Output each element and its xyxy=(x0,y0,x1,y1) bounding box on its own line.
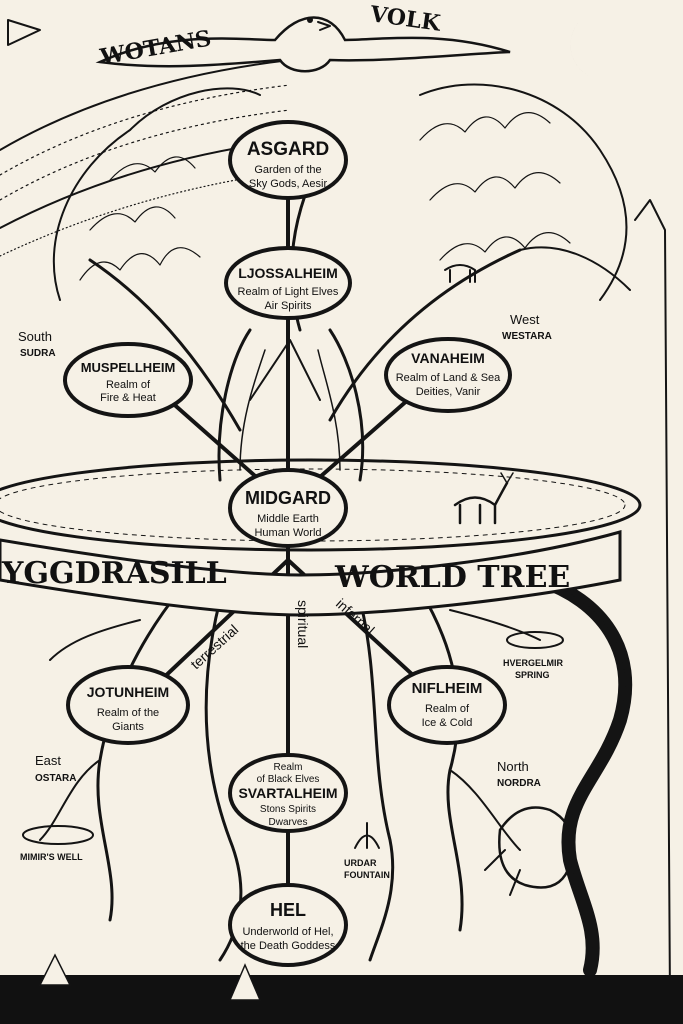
muspellheim-line2: Fire & Heat xyxy=(100,392,156,404)
realm-asgard: ASGARD Garden of the Sky Gods, Aesir xyxy=(228,120,348,200)
place-urdar-1: URDAR xyxy=(344,858,377,868)
crescent-moon-icon xyxy=(570,10,612,81)
yggdrasill-banner: YGGDRASILL WORLD TREE xyxy=(0,530,622,617)
niflheim-line1: Realm of xyxy=(425,703,470,715)
jotunheim-line1: Realm of the xyxy=(97,707,159,719)
svartalheim-title: SVARTALHEIM xyxy=(238,785,337,801)
rock xyxy=(38,953,72,986)
direction-north: North xyxy=(497,759,529,774)
muspellheim-title: MUSPELLHEIM xyxy=(81,360,176,375)
ljossalheim-title: LJOSSALHEIM xyxy=(238,265,338,281)
niflheim-title: NIFLHEIM xyxy=(412,680,483,697)
direction-east: East xyxy=(35,753,61,768)
hvergelmir-spring-icon xyxy=(506,631,564,649)
hel-title: HEL xyxy=(270,900,306,920)
realm-ljossalheim: LJOSSALHEIM Realm of Light Elves Air Spi… xyxy=(224,246,352,320)
place-hvergelmir-2: SPRING xyxy=(515,670,550,680)
midgard-line1: Middle Earth xyxy=(257,513,319,525)
serpent-icon xyxy=(484,573,633,977)
banner-left: YGGDRASILL xyxy=(1,556,227,591)
asgard-title: ASGARD xyxy=(247,139,329,160)
direction-south-native: SUDRA xyxy=(20,348,56,359)
direction-south: South xyxy=(18,329,52,344)
eagle-icon xyxy=(95,16,511,73)
tree-canopy xyxy=(52,83,631,432)
asgard-line1: Garden of the xyxy=(254,164,321,176)
realm-muspellheim: MUSPELLHEIM Realm of Fire & Heat xyxy=(63,342,193,418)
realm-hel: HEL Underworld of Hel, the Death Goddess xyxy=(228,883,348,967)
ljossalheim-line2: Air Spirits xyxy=(264,300,312,312)
asgard-line2: Sky Gods, Aesir xyxy=(249,178,328,190)
jotunheim-line2: Giants xyxy=(112,721,144,733)
midgard-line2: Human World xyxy=(254,527,321,539)
header-right: VOLK xyxy=(368,1,443,37)
deer-icon xyxy=(453,472,514,525)
realm-jotunheim: JOTUNHEIM Realm of the Giants xyxy=(66,665,190,745)
place-mimir: MIMIR'S WELL xyxy=(20,852,83,862)
realm-vanaheim: VANAHEIM Realm of Land & Sea Deities, Va… xyxy=(384,337,512,413)
hel-line2: the Death Goddess xyxy=(241,940,336,952)
muspellheim-line1: Realm of xyxy=(106,379,151,391)
svartalheim-line2: Dwarves xyxy=(269,817,308,828)
svartalheim-line1: Stons Spirits xyxy=(260,804,316,815)
cliff xyxy=(634,199,671,1001)
urdar-fountain-icon xyxy=(354,822,380,849)
niflheim-line2: Ice & Cold xyxy=(422,717,473,729)
ljossalheim-line1: Realm of Light Elves xyxy=(238,286,339,298)
direction-east-native: OSTARA xyxy=(35,773,76,784)
realm-midgard: MIDGARD Middle Earth Human World xyxy=(228,468,348,548)
hel-line1: Underworld of Hel, xyxy=(242,926,333,938)
goat-icon xyxy=(444,264,476,283)
ground-strip xyxy=(0,975,683,1024)
realm-niflheim: NIFLHEIM Realm of Ice & Cold xyxy=(387,665,507,745)
star-icon xyxy=(7,19,41,46)
jotunheim-title: JOTUNHEIM xyxy=(87,684,169,700)
direction-north-native: NORDRA xyxy=(497,778,541,789)
mimir-well-icon xyxy=(22,825,94,845)
realm-svartalheim: Realm of Black Elves SVARTALHEIM Stons S… xyxy=(228,753,348,833)
place-urdar-2: FOUNTAIN xyxy=(344,870,390,880)
banner-right: WORLD TREE xyxy=(334,560,570,595)
place-hvergelmir-1: HVERGELMIR xyxy=(503,658,564,668)
vanaheim-title: VANAHEIM xyxy=(411,350,485,366)
direction-west: West xyxy=(510,312,540,327)
vanaheim-line1: Realm of Land & Sea xyxy=(396,372,501,384)
direction-west-native: WESTARA xyxy=(502,331,552,342)
midgard-title: MIDGARD xyxy=(245,488,331,508)
svartalheim-pre1: Realm xyxy=(274,762,303,773)
svartalheim-pre2: of Black Elves xyxy=(257,774,320,785)
axis-label-spiritual: spiritual xyxy=(295,600,311,648)
rock xyxy=(228,963,262,1001)
vanaheim-line2: Deities, Vanir xyxy=(416,386,481,398)
midgard-disc xyxy=(0,458,642,552)
